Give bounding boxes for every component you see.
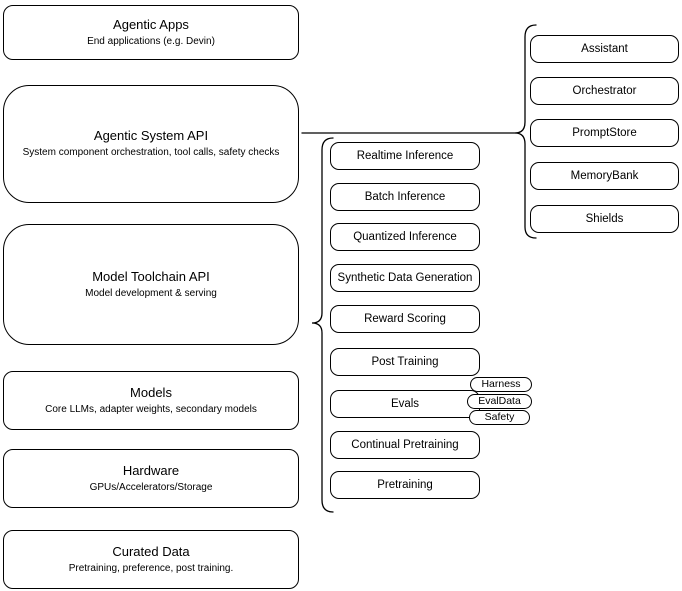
service-realtime-inference: Realtime Inference: [330, 142, 480, 170]
layer-title: Model Toolchain API: [92, 268, 210, 284]
layer-subtitle: Core LLMs, adapter weights, secondary mo…: [45, 403, 257, 415]
layer-curated-data: Curated Data Pretraining, preference, po…: [3, 530, 299, 589]
eval-tag-safety: Safety: [469, 410, 530, 425]
layer-hardware: Hardware GPUs/Accelerators/Storage: [3, 449, 299, 508]
layer-title: Curated Data: [112, 543, 190, 559]
service-label: Batch Inference: [364, 191, 446, 203]
service-label: Quantized Inference: [353, 231, 457, 243]
service-reward-scoring: Reward Scoring: [330, 305, 480, 333]
service-synthetic-data-generation: Synthetic Data Generation: [330, 264, 480, 292]
component-label: Assistant: [581, 43, 628, 55]
service-quantized-inference: Quantized Inference: [330, 223, 480, 251]
service-continual-pretraining: Continual Pretraining: [330, 431, 480, 459]
layer-models: Models Core LLMs, adapter weights, secon…: [3, 371, 299, 430]
service-pretraining: Pretraining: [330, 471, 480, 499]
component-shields: Shields: [530, 205, 679, 233]
eval-tag-evaldata: EvalData: [467, 394, 532, 409]
layer-model-toolchain-api: Model Toolchain API Model development & …: [3, 224, 299, 345]
eval-tag-label: Safety: [484, 411, 515, 424]
component-label: PromptStore: [572, 127, 637, 139]
service-label: Reward Scoring: [364, 313, 446, 325]
service-label: Realtime Inference: [356, 150, 454, 162]
layer-subtitle: Pretraining, preference, post training.: [68, 562, 234, 574]
layer-agentic-system-api: Agentic System API System component orch…: [3, 85, 299, 203]
component-label: Shields: [585, 213, 624, 225]
layer-agentic-apps: Agentic Apps End applications (e.g. Devi…: [3, 5, 299, 60]
layer-title: Models: [130, 384, 172, 400]
layer-title: Agentic Apps: [113, 16, 189, 32]
layer-subtitle: System component orchestration, tool cal…: [22, 147, 280, 158]
layer-title: Hardware: [122, 462, 180, 478]
eval-tag-label: Harness: [481, 378, 521, 391]
component-label: MemoryBank: [570, 170, 639, 182]
layer-subtitle: GPUs/Accelerators/Storage: [89, 481, 213, 493]
eval-tag-harness: Harness: [470, 377, 532, 392]
component-assistant: Assistant: [530, 35, 679, 63]
component-label: Orchestrator: [572, 85, 637, 97]
layer-title: Agentic System API: [93, 128, 209, 143]
service-batch-inference: Batch Inference: [330, 183, 480, 211]
component-promptstore: PromptStore: [530, 119, 679, 147]
service-label: Post Training: [371, 356, 439, 368]
service-post-training: Post Training: [330, 348, 480, 376]
eval-tag-label: EvalData: [478, 395, 521, 408]
layer-subtitle: End applications (e.g. Devin): [87, 35, 215, 47]
layer-subtitle: Model development & serving: [85, 287, 217, 299]
service-label: Evals: [390, 398, 420, 410]
service-label: Synthetic Data Generation: [337, 272, 473, 284]
component-orchestrator: Orchestrator: [530, 77, 679, 105]
service-evals: Evals: [330, 390, 480, 418]
component-memorybank: MemoryBank: [530, 162, 679, 190]
service-label: Pretraining: [377, 479, 433, 491]
service-label: Continual Pretraining: [351, 439, 459, 451]
